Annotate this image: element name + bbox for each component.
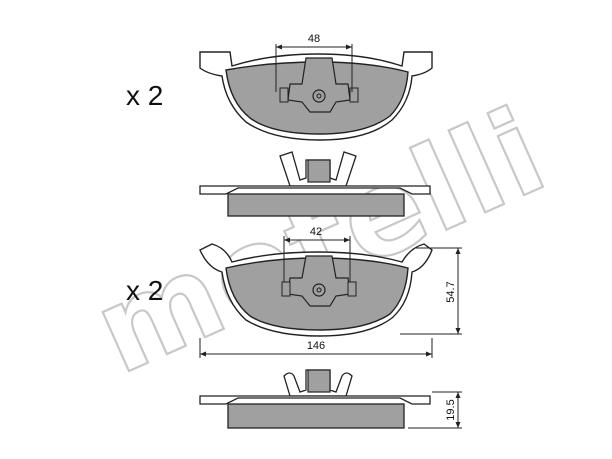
top-side-backing bbox=[199, 185, 431, 195]
top-pad-side-view bbox=[199, 151, 431, 217]
top-side-friction bbox=[227, 193, 405, 217]
top-width-dimension: 48 bbox=[275, 33, 353, 92]
bottom-side-friction bbox=[227, 403, 405, 429]
bottom-side-backing bbox=[199, 395, 431, 405]
quantity-top: x 2 bbox=[126, 80, 163, 111]
bottom-pad-side-view: 19.5 bbox=[199, 369, 462, 429]
quantity-bottom: x 2 bbox=[126, 275, 163, 306]
bottom-pad-front-view: 42 54.7 146 bbox=[199, 226, 462, 358]
height-dimension: 54.7 bbox=[400, 247, 462, 335]
top-pad-clip bbox=[287, 57, 351, 113]
total-width-dimension: 146 bbox=[199, 338, 433, 358]
total-width-label: 146 bbox=[307, 340, 325, 352]
top-pad-center-hole bbox=[312, 89, 326, 103]
thickness-dimension: 19.5 bbox=[408, 391, 462, 429]
bottom-pad-clip bbox=[287, 255, 351, 307]
top-pad-front-view: 48 bbox=[199, 33, 433, 141]
height-label: 54.7 bbox=[445, 281, 457, 302]
thickness-label: 19.5 bbox=[445, 399, 457, 420]
bottom-width-label: 42 bbox=[310, 226, 322, 238]
bottom-width-dimension: 42 bbox=[283, 226, 351, 282]
bottom-pad-center-hole bbox=[312, 283, 326, 297]
top-width-label: 48 bbox=[308, 33, 320, 45]
